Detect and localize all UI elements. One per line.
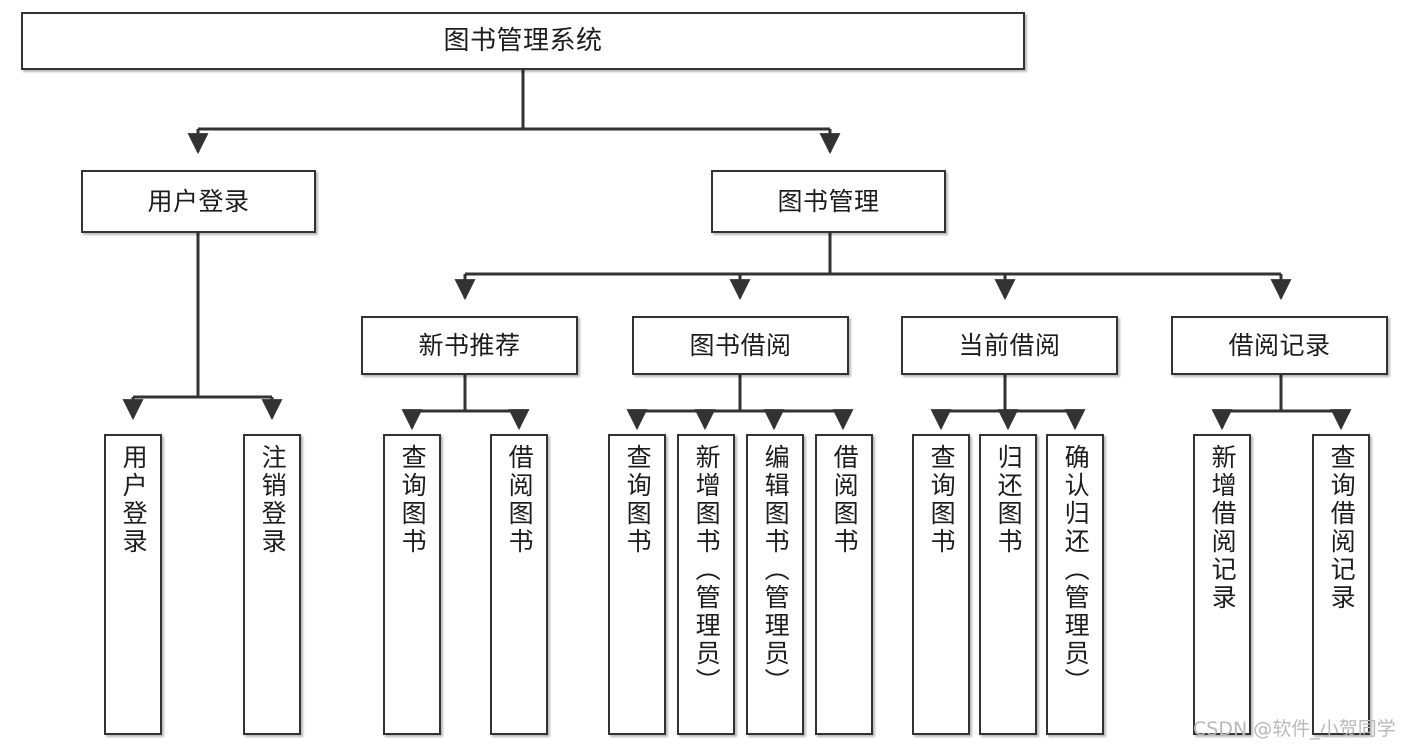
node-label: 用户登录 bbox=[147, 186, 250, 216]
node-user-login[interactable]: 用户登录 bbox=[81, 170, 316, 233]
node-label: 查询图书 bbox=[398, 444, 428, 556]
node-leaf-edit-book-admin[interactable]: 编辑图书（管理员） bbox=[746, 434, 804, 735]
node-root-system[interactable]: 图书管理系统 bbox=[21, 12, 1025, 70]
watermark: CSDN @软件_小贺同学 bbox=[1193, 718, 1396, 740]
node-new-book-recommend[interactable]: 新书推荐 bbox=[361, 316, 578, 375]
node-label: 新书推荐 bbox=[418, 330, 521, 360]
node-leaf-user-login[interactable]: 用户登录 bbox=[104, 434, 162, 735]
node-label: 新增图书（管理员） bbox=[692, 444, 722, 696]
node-book-borrow[interactable]: 图书借阅 bbox=[632, 316, 849, 375]
node-label: 查询图书 bbox=[623, 444, 653, 556]
node-label: 用户登录 bbox=[119, 444, 149, 556]
node-label: 归还图书 bbox=[994, 444, 1024, 556]
node-label: 编辑图书（管理员） bbox=[761, 444, 791, 696]
node-leaf-query-book-recommend[interactable]: 查询图书 bbox=[383, 434, 441, 735]
node-current-borrow[interactable]: 当前借阅 bbox=[901, 316, 1118, 375]
node-label: 图书借阅 bbox=[689, 330, 792, 360]
node-label: 确认归还（管理员） bbox=[1061, 444, 1091, 696]
node-label: 借阅图书 bbox=[830, 444, 860, 556]
node-leaf-logout[interactable]: 注销登录 bbox=[243, 434, 301, 735]
node-leaf-add-borrow-record[interactable]: 新增借阅记录 bbox=[1193, 434, 1251, 735]
node-leaf-add-book-admin[interactable]: 新增图书（管理员） bbox=[677, 434, 735, 735]
node-label: 图书管理系统 bbox=[443, 25, 603, 56]
node-book-management[interactable]: 图书管理 bbox=[711, 170, 946, 233]
node-label: 注销登录 bbox=[258, 444, 288, 556]
node-leaf-query-book-current[interactable]: 查询图书 bbox=[912, 434, 970, 735]
node-leaf-confirm-return-admin[interactable]: 确认归还（管理员） bbox=[1046, 434, 1104, 735]
node-label: 查询图书 bbox=[927, 444, 957, 556]
node-label: 新增借阅记录 bbox=[1208, 444, 1238, 612]
node-leaf-borrow-book-recommend[interactable]: 借阅图书 bbox=[490, 434, 548, 735]
node-label: 借阅图书 bbox=[505, 444, 535, 556]
node-label: 图书管理 bbox=[777, 186, 880, 216]
node-leaf-borrow-book[interactable]: 借阅图书 bbox=[815, 434, 873, 735]
node-borrow-record[interactable]: 借阅记录 bbox=[1171, 316, 1388, 375]
node-leaf-query-book-borrow[interactable]: 查询图书 bbox=[608, 434, 666, 735]
node-label: 当前借阅 bbox=[958, 330, 1061, 360]
node-label: 借阅记录 bbox=[1228, 330, 1331, 360]
node-leaf-return-book[interactable]: 归还图书 bbox=[979, 434, 1037, 735]
node-leaf-query-borrow-record[interactable]: 查询借阅记录 bbox=[1312, 434, 1370, 735]
node-label: 查询借阅记录 bbox=[1327, 444, 1357, 612]
